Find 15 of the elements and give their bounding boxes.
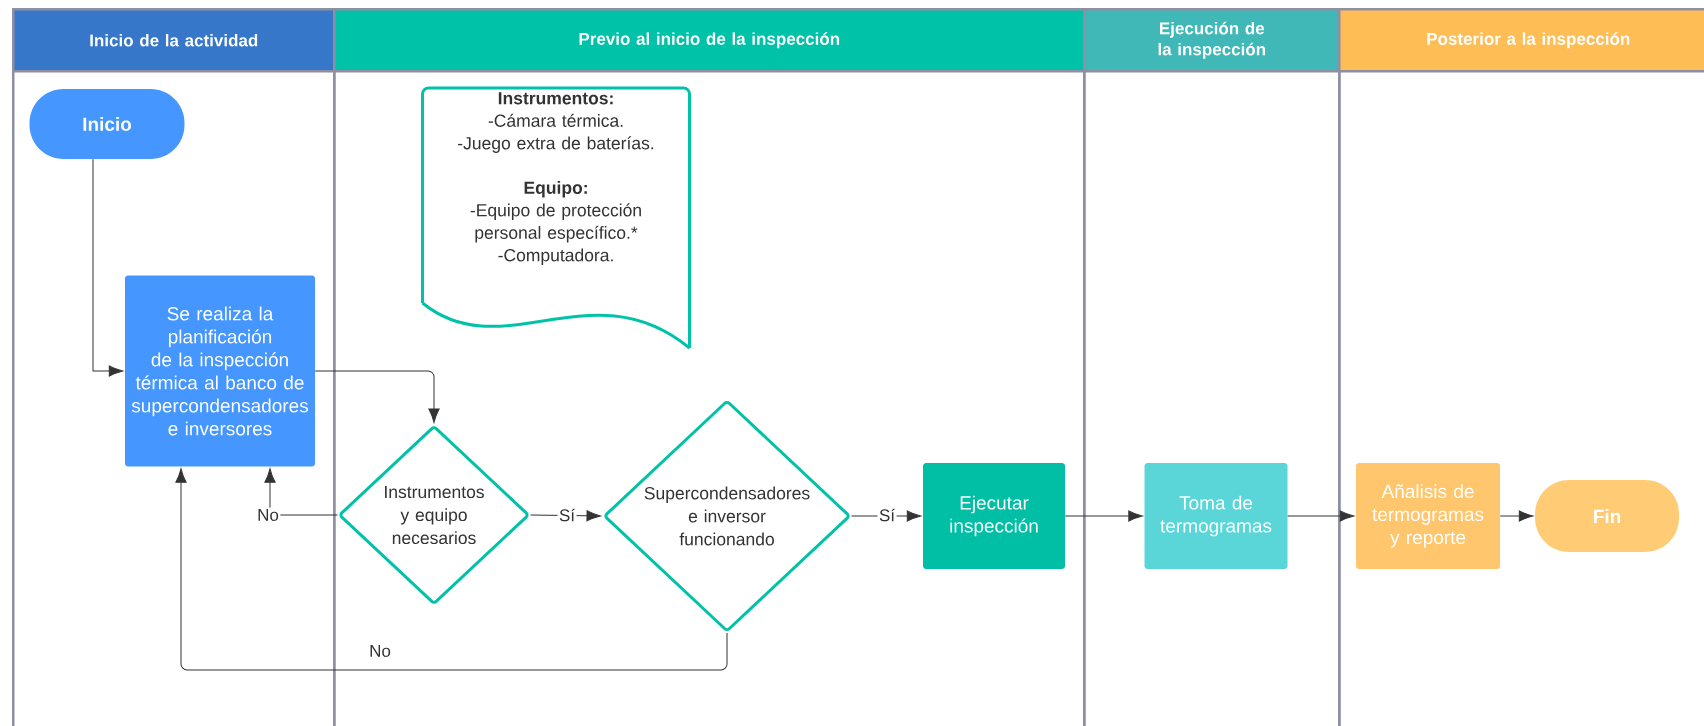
arrow — [264, 468, 338, 516]
arrow — [1287, 510, 1355, 522]
process-box: Añalisis de termogramas y reporte — [1356, 463, 1500, 569]
arrow — [92, 158, 124, 377]
process-box: Ejecutar inspección — [923, 463, 1065, 569]
arrow — [175, 468, 728, 671]
edge-label: Sí — [557, 507, 577, 523]
arrow — [851, 510, 922, 522]
arrow — [1499, 510, 1534, 522]
edge-label: Sí — [877, 507, 897, 523]
arrow — [530, 510, 601, 522]
process-box: Toma de termogramas — [1144, 463, 1288, 569]
arrow — [314, 370, 440, 423]
process-box: Se realiza la planificación de la inspección térmica al banco de supercondensadores e inversores — [125, 275, 315, 467]
arrow — [1064, 510, 1143, 522]
